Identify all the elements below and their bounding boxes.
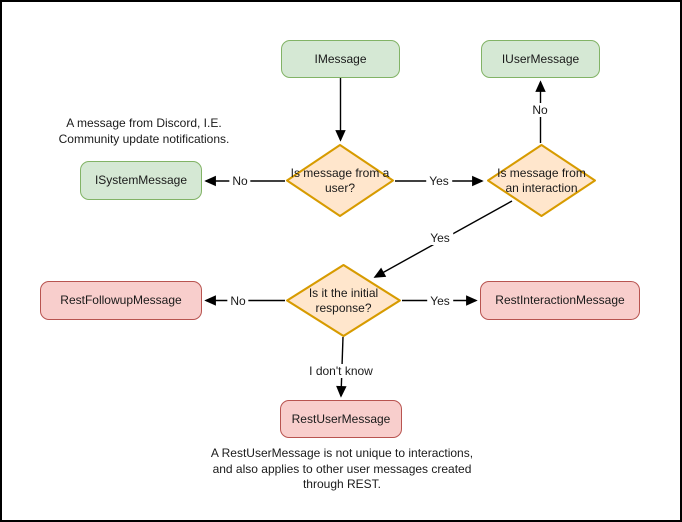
- edge-label-no: No: [229, 174, 251, 188]
- decision-label: Is message from an interaction: [497, 165, 586, 195]
- node-imessage: IMessage: [281, 40, 400, 78]
- node-restinteractionmessage: RestInteractionMessage: [480, 281, 640, 320]
- note-restusermessage: A RestUserMessage is not unique to inter…: [210, 446, 474, 492]
- node-iusermessage: IUserMessage: [481, 40, 600, 78]
- node-label: IMessage: [314, 51, 367, 66]
- node-label: ISystemMessage: [94, 173, 188, 188]
- node-restusermessage: RestUserMessage: [280, 400, 402, 438]
- edge-label-no: No: [529, 103, 551, 117]
- diamond-shape: [487, 144, 596, 217]
- node-label: RestUserMessage: [291, 411, 391, 426]
- edge-label-yes: Yes: [427, 231, 453, 245]
- node-label: RestFollowupMessage: [60, 293, 182, 308]
- decision-label: Is message from a user?: [290, 165, 390, 195]
- edge-label-yes: Yes: [426, 174, 452, 188]
- node-restfollowupmessage: RestFollowupMessage: [40, 281, 202, 320]
- edge-label-yes: Yes: [427, 294, 453, 308]
- edge-label-no: No: [227, 294, 249, 308]
- diamond-shape: [286, 264, 401, 337]
- edge-label-i-dont-know: I don't know: [306, 364, 376, 378]
- decision-is-message-from-interaction: Is message from an interaction: [486, 143, 597, 218]
- note-isystemmessage: A message from Discord, I.E. Community u…: [58, 116, 230, 146]
- diamond-shape: [286, 144, 394, 217]
- decision-label: Is it the initial response?: [308, 285, 379, 315]
- node-label: IUserMessage: [501, 51, 580, 66]
- node-isystemmessage: ISystemMessage: [80, 161, 202, 200]
- node-label: RestInteractionMessage: [495, 293, 625, 308]
- decision-is-initial-response: Is it the initial response?: [285, 263, 402, 338]
- decision-is-message-from-user: Is message from a user?: [285, 143, 395, 218]
